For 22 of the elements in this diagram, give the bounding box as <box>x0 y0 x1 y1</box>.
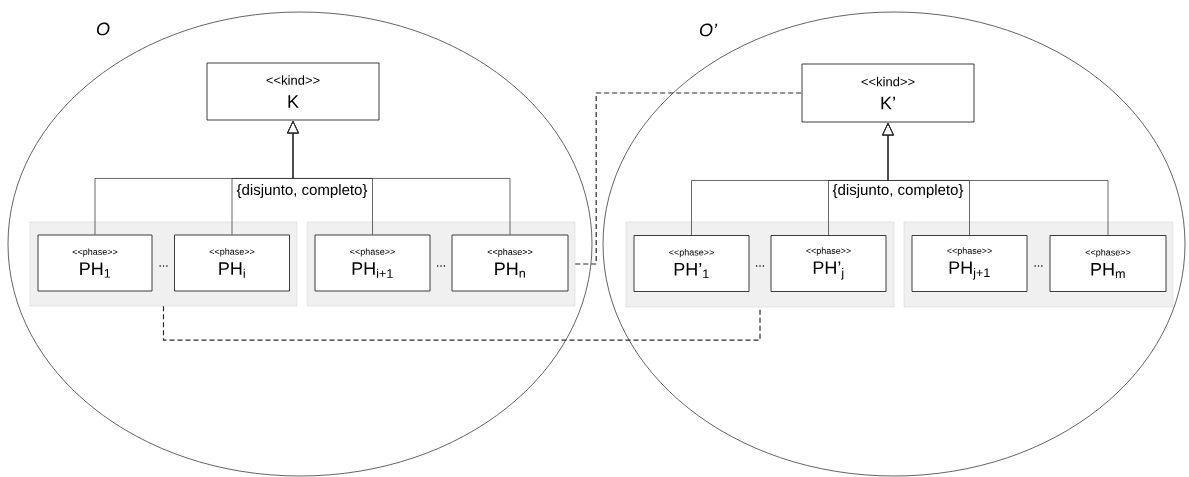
class-box: <<phase>> PH$_{i+1}$ <box>314 234 431 292</box>
constraint-label: {disjunto, completo} <box>236 183 368 199</box>
class-box: <<phase>> PH’$_{j}$ <box>770 235 887 292</box>
class-box: <<phase>> PH’$_{1}$ <box>633 235 750 292</box>
ellipsis: ... <box>754 264 766 268</box>
ellipse-label: O’ <box>700 23 718 37</box>
class-box: <<kind>> K <box>206 62 380 121</box>
ellipsis: ... <box>435 264 447 268</box>
class-box: <<phase>> PH$_{n}$ <box>451 234 569 292</box>
constraint-label: {disjunto, completo} <box>832 183 964 199</box>
class-box: <<phase>> PH$_{j+1}$ <box>911 235 1028 292</box>
generalization-arrow <box>287 120 511 235</box>
class-box: <<kind>> K’ <box>801 63 975 123</box>
dashed-line <box>162 305 761 341</box>
class-box: <<phase>> PH$_{i}$ <box>174 234 290 292</box>
ellipsis: ... <box>158 264 169 268</box>
class-box: <<phase>> PH$_{m}$ <box>1049 235 1167 292</box>
dashed-line <box>574 92 803 265</box>
ellipsis: ... <box>1033 264 1044 268</box>
class-box: <<phase>> PH$_{1}$ <box>37 234 153 292</box>
generalization-arrow <box>882 122 1109 236</box>
ellipse-label: O <box>96 22 110 36</box>
